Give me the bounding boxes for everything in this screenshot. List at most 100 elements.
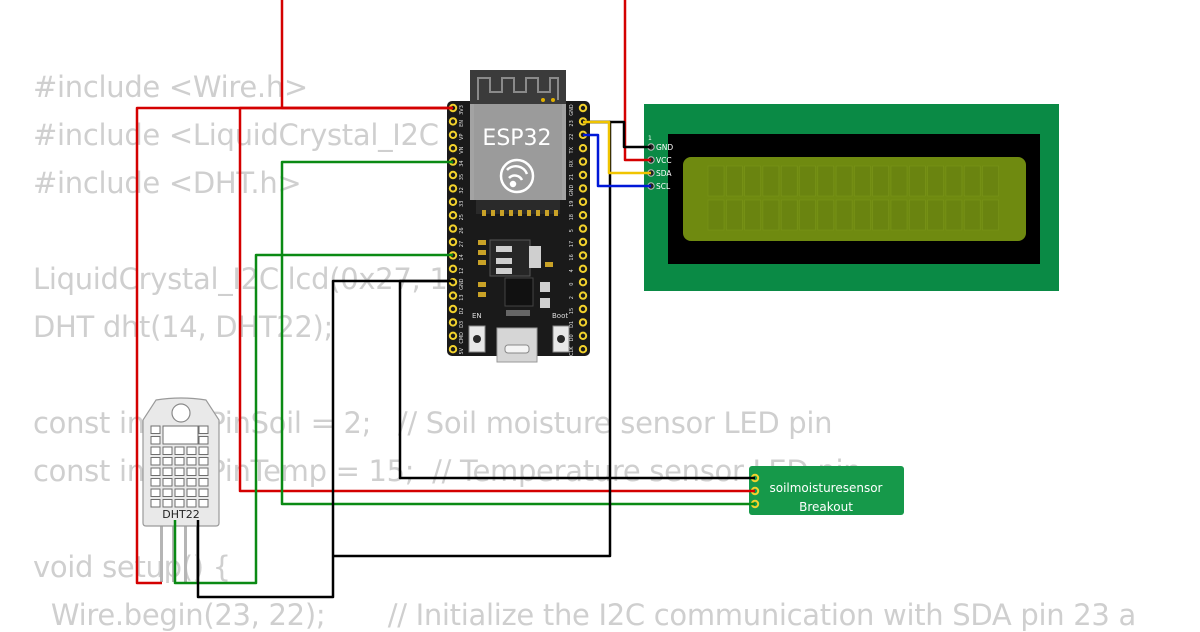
esp32-pin-16[interactable]: 16 xyxy=(569,251,588,261)
lcd-char-cell xyxy=(725,165,743,197)
lcd-pin-label: GND xyxy=(656,143,673,152)
dht22-vent xyxy=(174,499,185,508)
lcd-char-cell xyxy=(835,199,853,231)
lcd-char-cell xyxy=(945,199,963,231)
left-pin-header: 3V3ENVPVN343532332526271412GND13D2D3CMD5… xyxy=(448,103,465,355)
wire-black-dht-gnd[interactable] xyxy=(196,279,453,599)
lcd-char-cell xyxy=(799,165,816,197)
esp32-pin-d2[interactable]: D2 xyxy=(448,304,465,315)
esp32-pin-label: D0 xyxy=(569,334,575,341)
lcd-char-cell xyxy=(945,165,963,197)
esp32-pin-label: 5V xyxy=(459,347,465,354)
esp32-pin-en[interactable]: EN xyxy=(448,117,465,127)
dht22-vent xyxy=(150,457,161,466)
esp32-pin-25[interactable]: 25 xyxy=(448,211,465,220)
wire-green-dht-data[interactable] xyxy=(173,253,453,585)
castellation-pad xyxy=(554,210,558,216)
lcd-char-cell xyxy=(799,199,816,231)
esp32-pin-35[interactable]: 35 xyxy=(448,170,465,180)
esp32-pin-label: 14 xyxy=(459,254,465,260)
dht22-vent xyxy=(186,457,197,466)
lcd-pin-label: VCC xyxy=(656,156,672,165)
castellation-pad xyxy=(536,210,540,216)
lcd-char-cell xyxy=(835,165,853,197)
esp32-pin-18[interactable]: 18 xyxy=(569,211,588,220)
dht22-vent xyxy=(186,467,197,476)
esp32-pin-label: 12 xyxy=(459,268,465,274)
dht22-vent xyxy=(150,467,161,476)
lcd-display[interactable]: 1 GND VCC SDA SCL xyxy=(644,104,1059,291)
boot-button[interactable] xyxy=(552,325,570,353)
en-button[interactable] xyxy=(468,325,486,353)
dht22-mount-hole xyxy=(171,403,191,423)
esp32-pin-label: 13 xyxy=(459,294,465,300)
lcd-char-cell xyxy=(963,199,981,231)
usb-port[interactable] xyxy=(496,327,538,363)
lcd-char-cell xyxy=(890,199,908,231)
dht22-vent xyxy=(150,488,161,497)
dht22-vent xyxy=(150,425,161,434)
soil-moisture-sensor[interactable]: soilmoisturesensor Breakout xyxy=(749,466,904,515)
dht22-vent xyxy=(174,467,185,476)
wire-red-soil-vcc[interactable] xyxy=(238,106,755,493)
esp32-pin-5[interactable]: 5 xyxy=(569,224,588,233)
wire-red-lcd-vcc[interactable] xyxy=(623,0,651,162)
esp32-pin-13[interactable]: 13 xyxy=(448,291,465,301)
esp32-pin-vp[interactable]: VP xyxy=(448,130,465,140)
esp32-pin-26[interactable]: 26 xyxy=(448,224,465,234)
esp32-pin-clk[interactable]: CLK xyxy=(569,345,588,356)
esp32-pin-32[interactable]: 32 xyxy=(448,184,465,194)
esp32-pin-cmd[interactable]: CMD xyxy=(448,331,465,344)
esp32-pin-12[interactable]: 12 xyxy=(448,264,465,274)
esp32-pin-19[interactable]: 19 xyxy=(569,197,588,207)
wire-blue-scl[interactable] xyxy=(583,133,651,188)
lcd-char-cell xyxy=(890,165,908,197)
lcd-char-cell xyxy=(872,165,890,197)
wire-yellow-sda[interactable] xyxy=(583,120,651,175)
dht22-vent xyxy=(150,499,161,508)
esp32-pin-33[interactable]: 33 xyxy=(448,197,465,207)
dht22-vent xyxy=(162,467,173,476)
esp32-pin-gnd[interactable]: GND xyxy=(569,103,588,116)
esp32-pin-5v[interactable]: 5V xyxy=(448,345,465,355)
esp32-pin-4[interactable]: 4 xyxy=(569,264,588,273)
esp32-pin-15[interactable]: 15 xyxy=(569,304,588,314)
lcd-pin1-label: 1 xyxy=(648,135,652,142)
usb-uart-chip xyxy=(504,277,534,307)
esp32-pin-label: 26 xyxy=(459,227,465,233)
esp32-pin-label: 3V3 xyxy=(459,105,465,115)
esp32-pin-2[interactable]: 2 xyxy=(569,291,588,300)
lcd-pin-scl[interactable]: SCL xyxy=(647,182,671,191)
lcd-char-cell xyxy=(927,165,944,197)
dht22-vent xyxy=(150,446,161,455)
dht22-vent xyxy=(162,488,173,497)
esp32-pin-d3[interactable]: D3 xyxy=(448,318,465,328)
esp32-pin-gnd[interactable]: GND xyxy=(569,184,588,197)
esp32-pin-tx[interactable]: TX xyxy=(569,144,588,154)
wire-green-soil-signal[interactable] xyxy=(280,160,755,506)
esp32-pin-label: 4 xyxy=(569,269,575,272)
esp32-pin-0[interactable]: 0 xyxy=(569,278,588,287)
dht22-sensor[interactable]: DHT22 xyxy=(142,397,220,582)
dht22-vent xyxy=(198,457,209,466)
esp32-pin-d1[interactable]: D1 xyxy=(569,318,588,328)
lcd-char-cell xyxy=(707,165,725,197)
esp32-board[interactable]: ESP32 EN Boot xyxy=(447,70,590,363)
lcd-pin-vcc[interactable]: VCC xyxy=(647,156,672,165)
lcd-char-cell xyxy=(872,199,890,231)
lcd-char-cell xyxy=(744,165,761,197)
lcd-pin-sda[interactable]: SDA xyxy=(647,169,673,178)
dht22-vent xyxy=(174,478,185,487)
esp32-pin-vn[interactable]: VN xyxy=(448,144,465,154)
esp32-pin-rx[interactable]: RX xyxy=(569,157,588,167)
code-line: void setup() { xyxy=(33,550,231,584)
esp32-pin-label: GND xyxy=(459,278,465,290)
esp32-pin-27[interactable]: 27 xyxy=(448,237,465,247)
castellation-pad xyxy=(518,210,522,216)
lcd-char-cell xyxy=(817,165,835,197)
esp32-pin-21[interactable]: 21 xyxy=(569,170,588,180)
esp32-pin-d0[interactable]: D0 xyxy=(569,331,588,342)
esp32-pin-17[interactable]: 17 xyxy=(569,237,588,247)
wire-red-3v3[interactable] xyxy=(280,0,453,110)
